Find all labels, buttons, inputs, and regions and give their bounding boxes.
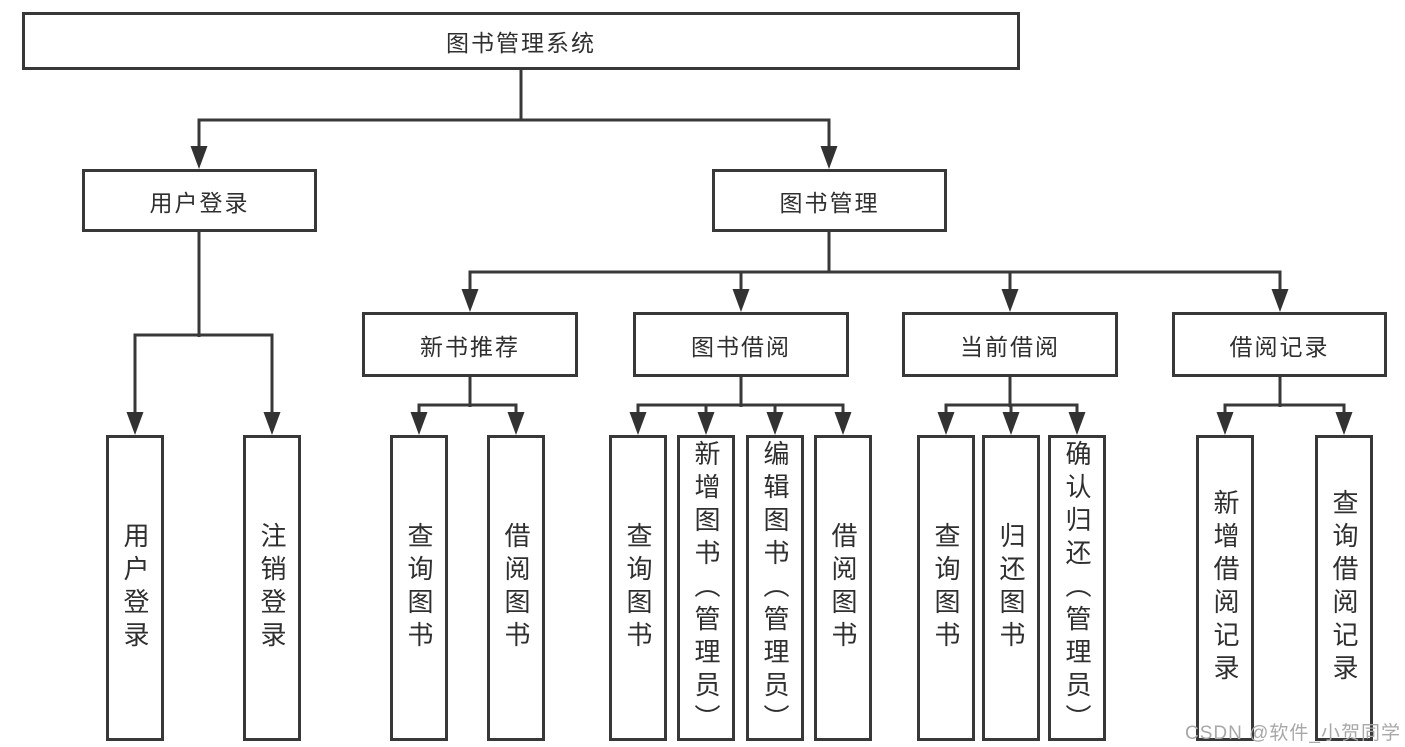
leaf-query-books-current: 查询图书 [917,435,975,741]
leaf-label: 借阅图书 [501,522,531,654]
leaf-query-books-recommend: 查询图书 [390,435,448,741]
leaf-logout: 注销登录 [243,435,301,741]
node-library-management-system: 图书管理系统 [22,12,1020,70]
leaf-add-books-admin: 新增图书（管理员） [677,435,735,741]
leaf-label: 注销登录 [257,522,287,654]
leaf-label: 查询图书 [404,522,434,654]
node-label: 用户登录 [149,189,250,216]
leaf-user-login: 用户登录 [106,435,164,741]
watermark: CSDN @软件_小贺同学 [1185,723,1401,744]
node-label: 新书推荐 [420,333,520,360]
node-new-book-recommendation: 新书推荐 [362,312,578,377]
node-book-borrowing: 图书借阅 [633,312,849,377]
leaf-query-books-borrow: 查询图书 [609,435,667,741]
leaf-confirm-return-admin: 确认归还（管理员） [1048,435,1106,741]
node-label: 图书借阅 [691,333,791,360]
leaf-label: 查询借阅记录 [1329,489,1359,687]
leaf-label: 查询图书 [623,522,653,654]
node-book-management: 图书管理 [712,169,947,232]
node-borrowing-records: 借阅记录 [1172,312,1387,377]
node-label: 图书管理 [779,189,880,216]
leaf-label: 编辑图书（管理员） [760,439,790,737]
leaf-query-borrow-record: 查询借阅记录 [1315,435,1373,741]
node-user-login: 用户登录 [82,169,317,232]
leaf-label: 新增图书（管理员） [691,439,721,737]
node-label: 当前借阅 [960,333,1060,360]
leaf-label: 用户登录 [120,522,150,654]
leaf-label: 确认归还（管理员） [1062,439,1092,737]
leaf-add-borrow-record: 新增借阅记录 [1196,435,1254,741]
leaf-label: 借阅图书 [828,522,858,654]
leaf-return-books: 归还图书 [982,435,1040,741]
leaf-label: 查询图书 [931,522,961,654]
node-label: 借阅记录 [1229,333,1330,360]
node-current-borrowing: 当前借阅 [902,312,1118,377]
leaf-borrow-books-recommend: 借阅图书 [487,435,545,741]
leaf-label: 新增借阅记录 [1210,489,1240,687]
leaf-edit-books-admin: 编辑图书（管理员） [746,435,804,741]
leaf-label: 归还图书 [996,522,1026,654]
node-label: 图书管理系统 [446,30,596,56]
leaf-borrow-books: 借阅图书 [814,435,872,741]
